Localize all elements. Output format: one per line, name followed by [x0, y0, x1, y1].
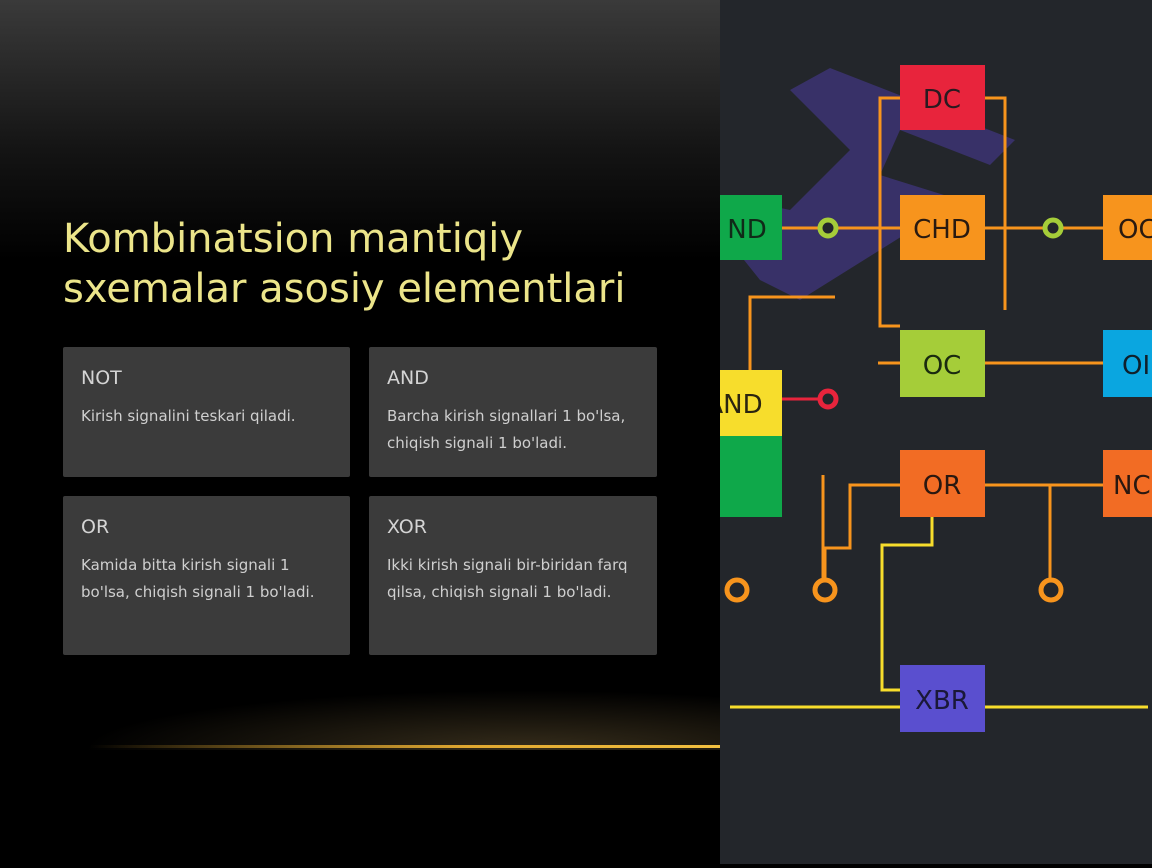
block-oi-blue: OI	[1103, 330, 1152, 397]
block-label: NC	[1113, 471, 1151, 501]
block-chd: CHD	[900, 195, 985, 260]
block-oc-green: OC	[900, 330, 985, 397]
block-label: CHD	[913, 215, 971, 245]
card-or: OR Kamida bitta kirish signali 1 bo'lsa,…	[63, 496, 350, 655]
slide-title: Kombinatsion mantiqiy sxemalar asosiy el…	[63, 216, 626, 312]
card-not: NOT Kirish signalini teskari qiladi.	[63, 347, 350, 477]
block-label: DC	[923, 85, 961, 115]
block-oc-orange: OC	[1103, 195, 1152, 260]
block-label: XBR	[915, 686, 969, 716]
gold-line-divider	[90, 745, 720, 748]
block-label: OC	[923, 351, 962, 381]
block-label: OC	[1118, 215, 1152, 245]
card-text: Barcha kirish signallari 1 bo'lsa, chiqi…	[387, 407, 626, 452]
card-xor: XOR Ikki kirish signali bir-biridan farq…	[369, 496, 657, 655]
block-label: ND	[727, 215, 766, 245]
block-and: AND	[705, 370, 782, 517]
slide-text-panel: Kombinatsion mantiqiy sxemalar asosiy el…	[0, 0, 720, 864]
block-label: OI	[1122, 351, 1150, 381]
card-and: AND Barcha kirish signallari 1 bo'lsa, c…	[369, 347, 657, 477]
card-text: Kamida bitta kirish signali 1 bo'lsa, ch…	[81, 556, 315, 601]
block-dc: DC	[900, 65, 985, 130]
block-label: AND	[720, 390, 763, 420]
card-heading: XOR	[387, 516, 427, 538]
glow-decoration	[80, 690, 720, 750]
logic-circuit-image: DC CHD ND OC OC OI AND OR NC XBR	[705, 0, 1152, 864]
connector-nodes	[724, 217, 1064, 603]
block-xbr: XBR	[900, 665, 985, 732]
card-text: Ikki kirish signali bir-biridan farq qil…	[387, 556, 628, 601]
card-heading: NOT	[81, 367, 122, 389]
block-or: OR	[900, 450, 985, 517]
card-text: Kirish signalini teskari qiladi.	[81, 407, 296, 425]
block-nd: ND	[720, 195, 782, 260]
block-label: OR	[923, 471, 962, 501]
card-heading: OR	[81, 516, 110, 538]
block-nc: NC	[1103, 450, 1152, 517]
card-heading: AND	[387, 367, 429, 389]
